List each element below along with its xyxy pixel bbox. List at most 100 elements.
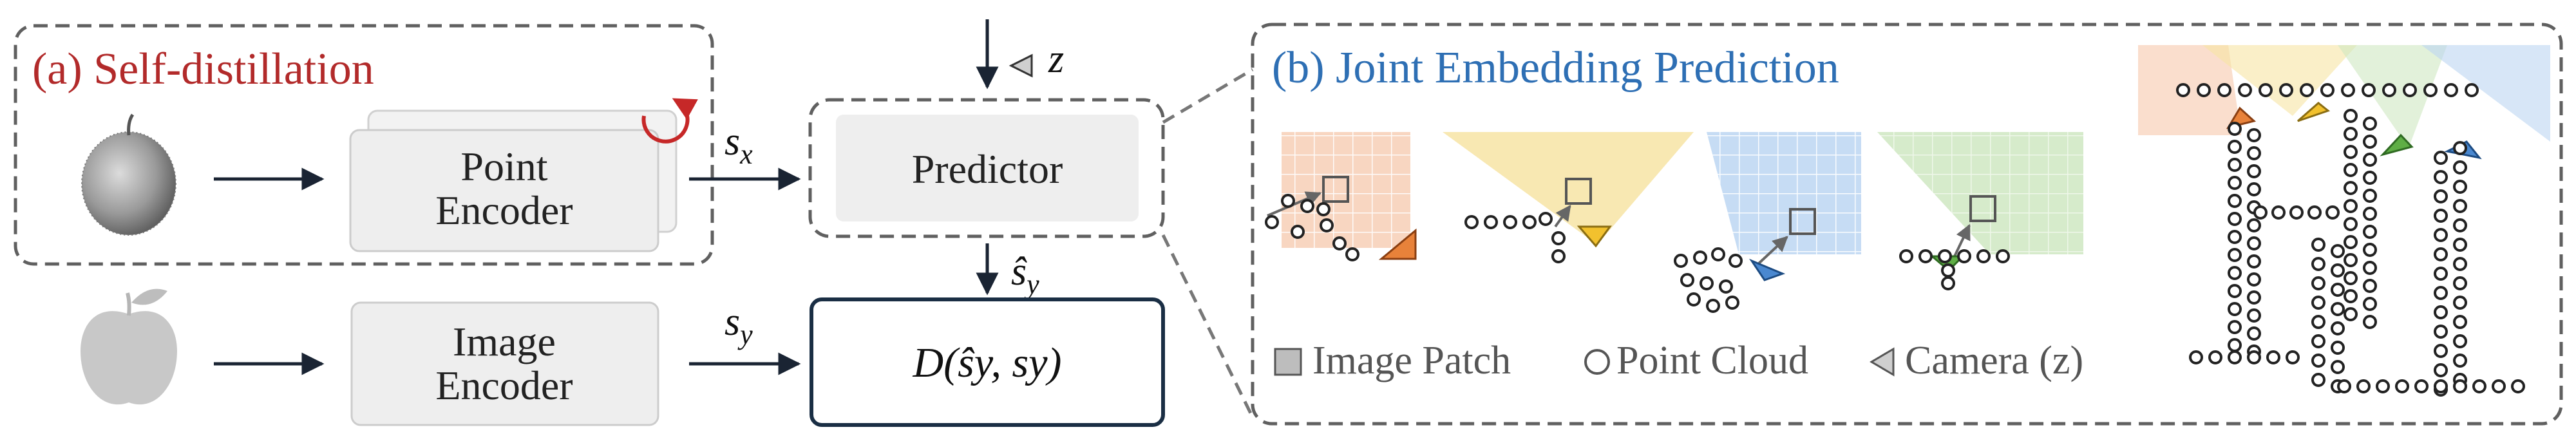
point-dot <box>2444 83 2458 97</box>
point-dot <box>2311 238 2325 252</box>
point-dot <box>2453 315 2467 329</box>
point-dot <box>2238 83 2252 97</box>
point-dot <box>1711 247 1725 261</box>
point-dot <box>2331 321 2345 335</box>
point-dot <box>1725 296 1739 310</box>
shat-label: ŝy <box>1011 250 1039 300</box>
point-dot <box>2311 373 2325 387</box>
point-dot <box>2363 225 2377 239</box>
point-dot <box>2453 238 2467 252</box>
point-dot <box>2228 230 2242 244</box>
point-dot <box>2434 151 2448 165</box>
point-dot <box>1503 215 1517 229</box>
predictor-block: Predictor <box>808 98 1165 238</box>
point-dot <box>1719 279 1733 294</box>
point-dot <box>2247 164 2261 178</box>
point-dot <box>1899 249 1913 263</box>
point-dot <box>2453 276 2467 290</box>
point-dot <box>2217 83 2231 97</box>
point-dot <box>2363 297 2377 311</box>
point-dot <box>2228 140 2242 154</box>
point-dot <box>1464 215 1479 229</box>
camera-icon <box>1009 53 1033 78</box>
point-dot <box>2434 209 2448 223</box>
point-dot <box>2434 170 2448 184</box>
point-dot <box>2228 284 2242 298</box>
point-dot <box>2247 290 2261 305</box>
image-patch-icon <box>1565 178 1592 205</box>
scene-overview <box>2138 45 2550 160</box>
point-dot <box>2434 247 2448 261</box>
point-dot <box>1300 199 1314 213</box>
view-yellow <box>1443 132 1694 248</box>
point-dot <box>2208 350 2222 364</box>
image-patch-icon <box>1322 176 1349 203</box>
point-dot <box>1551 249 1566 263</box>
legend: Image Patch Point Cloud Camera (z) <box>1274 339 2083 382</box>
point-dot <box>2453 160 2467 174</box>
point-dot <box>2453 218 2467 232</box>
image-encoder-block: Image Encoder <box>350 301 659 426</box>
point-dot <box>2363 279 2377 293</box>
point-dot <box>2434 286 2448 300</box>
point-dot <box>2453 257 2467 271</box>
point-dot <box>2453 199 2467 213</box>
legend-image-patch-icon <box>1274 348 1302 376</box>
point-dot <box>2434 325 2448 339</box>
point-dot <box>2434 379 2448 393</box>
point-dot <box>2247 236 2261 250</box>
point-dot <box>2228 194 2242 208</box>
point-encoder-label-1: Point <box>460 144 547 189</box>
point-dot <box>2197 83 2211 97</box>
point-dot <box>2344 235 2358 249</box>
point-dot <box>1706 299 1720 313</box>
point-dot <box>2363 315 2377 329</box>
view-blue <box>1707 132 1861 281</box>
point-dot <box>2356 379 2371 393</box>
point-dot <box>2228 338 2242 352</box>
point-dot <box>1728 254 1743 268</box>
point-dot <box>2453 141 2467 155</box>
point-cloud-apple-icon <box>81 113 176 236</box>
point-dot <box>1700 276 1714 290</box>
point-dot <box>2363 117 2377 131</box>
point-dot <box>2344 181 2358 195</box>
point-dot <box>2311 334 2325 348</box>
zoom-connector-top <box>1162 68 1254 124</box>
image-encoder-label-1: Image <box>453 319 556 364</box>
point-dot <box>2414 379 2429 393</box>
point-dot <box>2247 254 2261 269</box>
point-dot <box>1551 231 1566 245</box>
point-dot <box>2228 122 2242 136</box>
point-dot <box>2228 176 2242 190</box>
point-dot <box>1522 215 1537 229</box>
point-dot <box>2311 257 2325 271</box>
point-dot <box>2228 158 2242 172</box>
sy-label: sy <box>724 300 753 350</box>
point-cloud-dots <box>1265 83 2525 397</box>
point-dot <box>2279 83 2293 97</box>
point-dot <box>1265 215 1279 229</box>
point-dot <box>1976 249 1991 263</box>
point-dot <box>2300 83 2314 97</box>
point-dot <box>2325 205 2340 220</box>
point-dot <box>2434 344 2448 358</box>
point-dot <box>1539 212 1553 226</box>
legend-camera-icon <box>1870 347 1895 377</box>
point-dot <box>1918 249 1933 263</box>
image-patch-icon <box>1969 195 1996 222</box>
point-dot <box>2363 171 2377 185</box>
point-dot <box>2434 267 2448 281</box>
point-dot <box>2344 253 2358 267</box>
point-encoder-block: Point Encoder <box>349 98 698 252</box>
point-dot <box>2453 296 2467 310</box>
point-dot <box>2363 243 2377 257</box>
point-dot <box>2344 163 2358 177</box>
point-dot <box>2472 379 2486 393</box>
point-dot <box>2247 350 2261 364</box>
legend-point-cloud-label: Point Cloud <box>1616 339 1808 382</box>
point-dot <box>2434 363 2448 377</box>
joint-embedding-frame <box>1251 23 2563 426</box>
point-dot <box>2228 350 2242 364</box>
